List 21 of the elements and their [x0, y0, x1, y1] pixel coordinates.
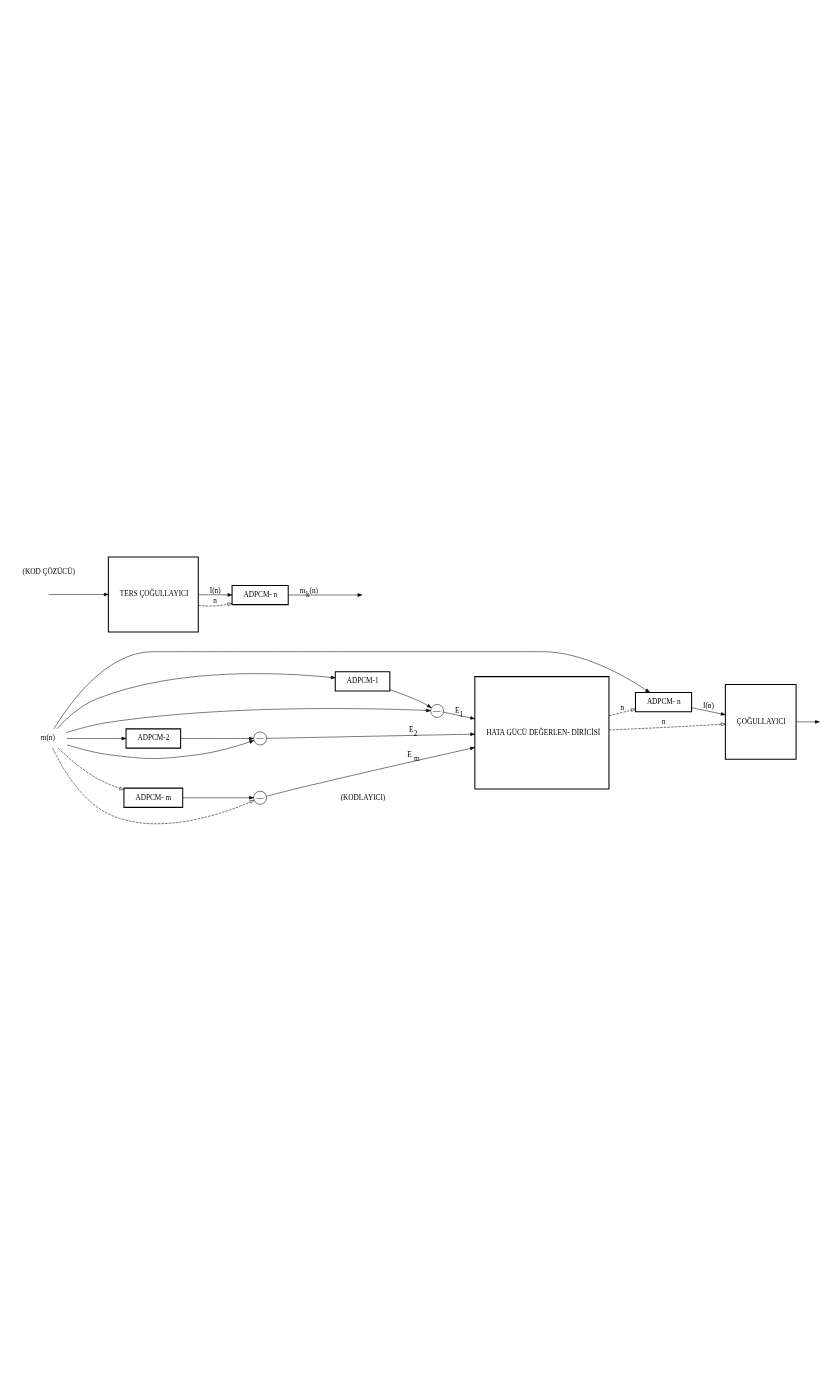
arrow [266, 746, 475, 796]
arrow [66, 736, 127, 740]
arrow [795, 719, 820, 724]
arrow [608, 722, 726, 730]
arrow [56, 672, 336, 729]
arrow [389, 688, 432, 708]
arrow [66, 739, 255, 759]
arrow [48, 592, 109, 596]
arrow [443, 711, 475, 720]
arrow [53, 650, 650, 729]
arrow [608, 708, 636, 716]
arrow [180, 736, 254, 740]
arrow [52, 747, 255, 824]
arrow [198, 592, 233, 597]
arrow [266, 732, 476, 739]
arrow [198, 602, 233, 606]
arrow [182, 795, 254, 799]
arrow [287, 592, 363, 597]
arrow [691, 707, 726, 716]
arrow [66, 707, 431, 733]
arrow [58, 747, 125, 790]
